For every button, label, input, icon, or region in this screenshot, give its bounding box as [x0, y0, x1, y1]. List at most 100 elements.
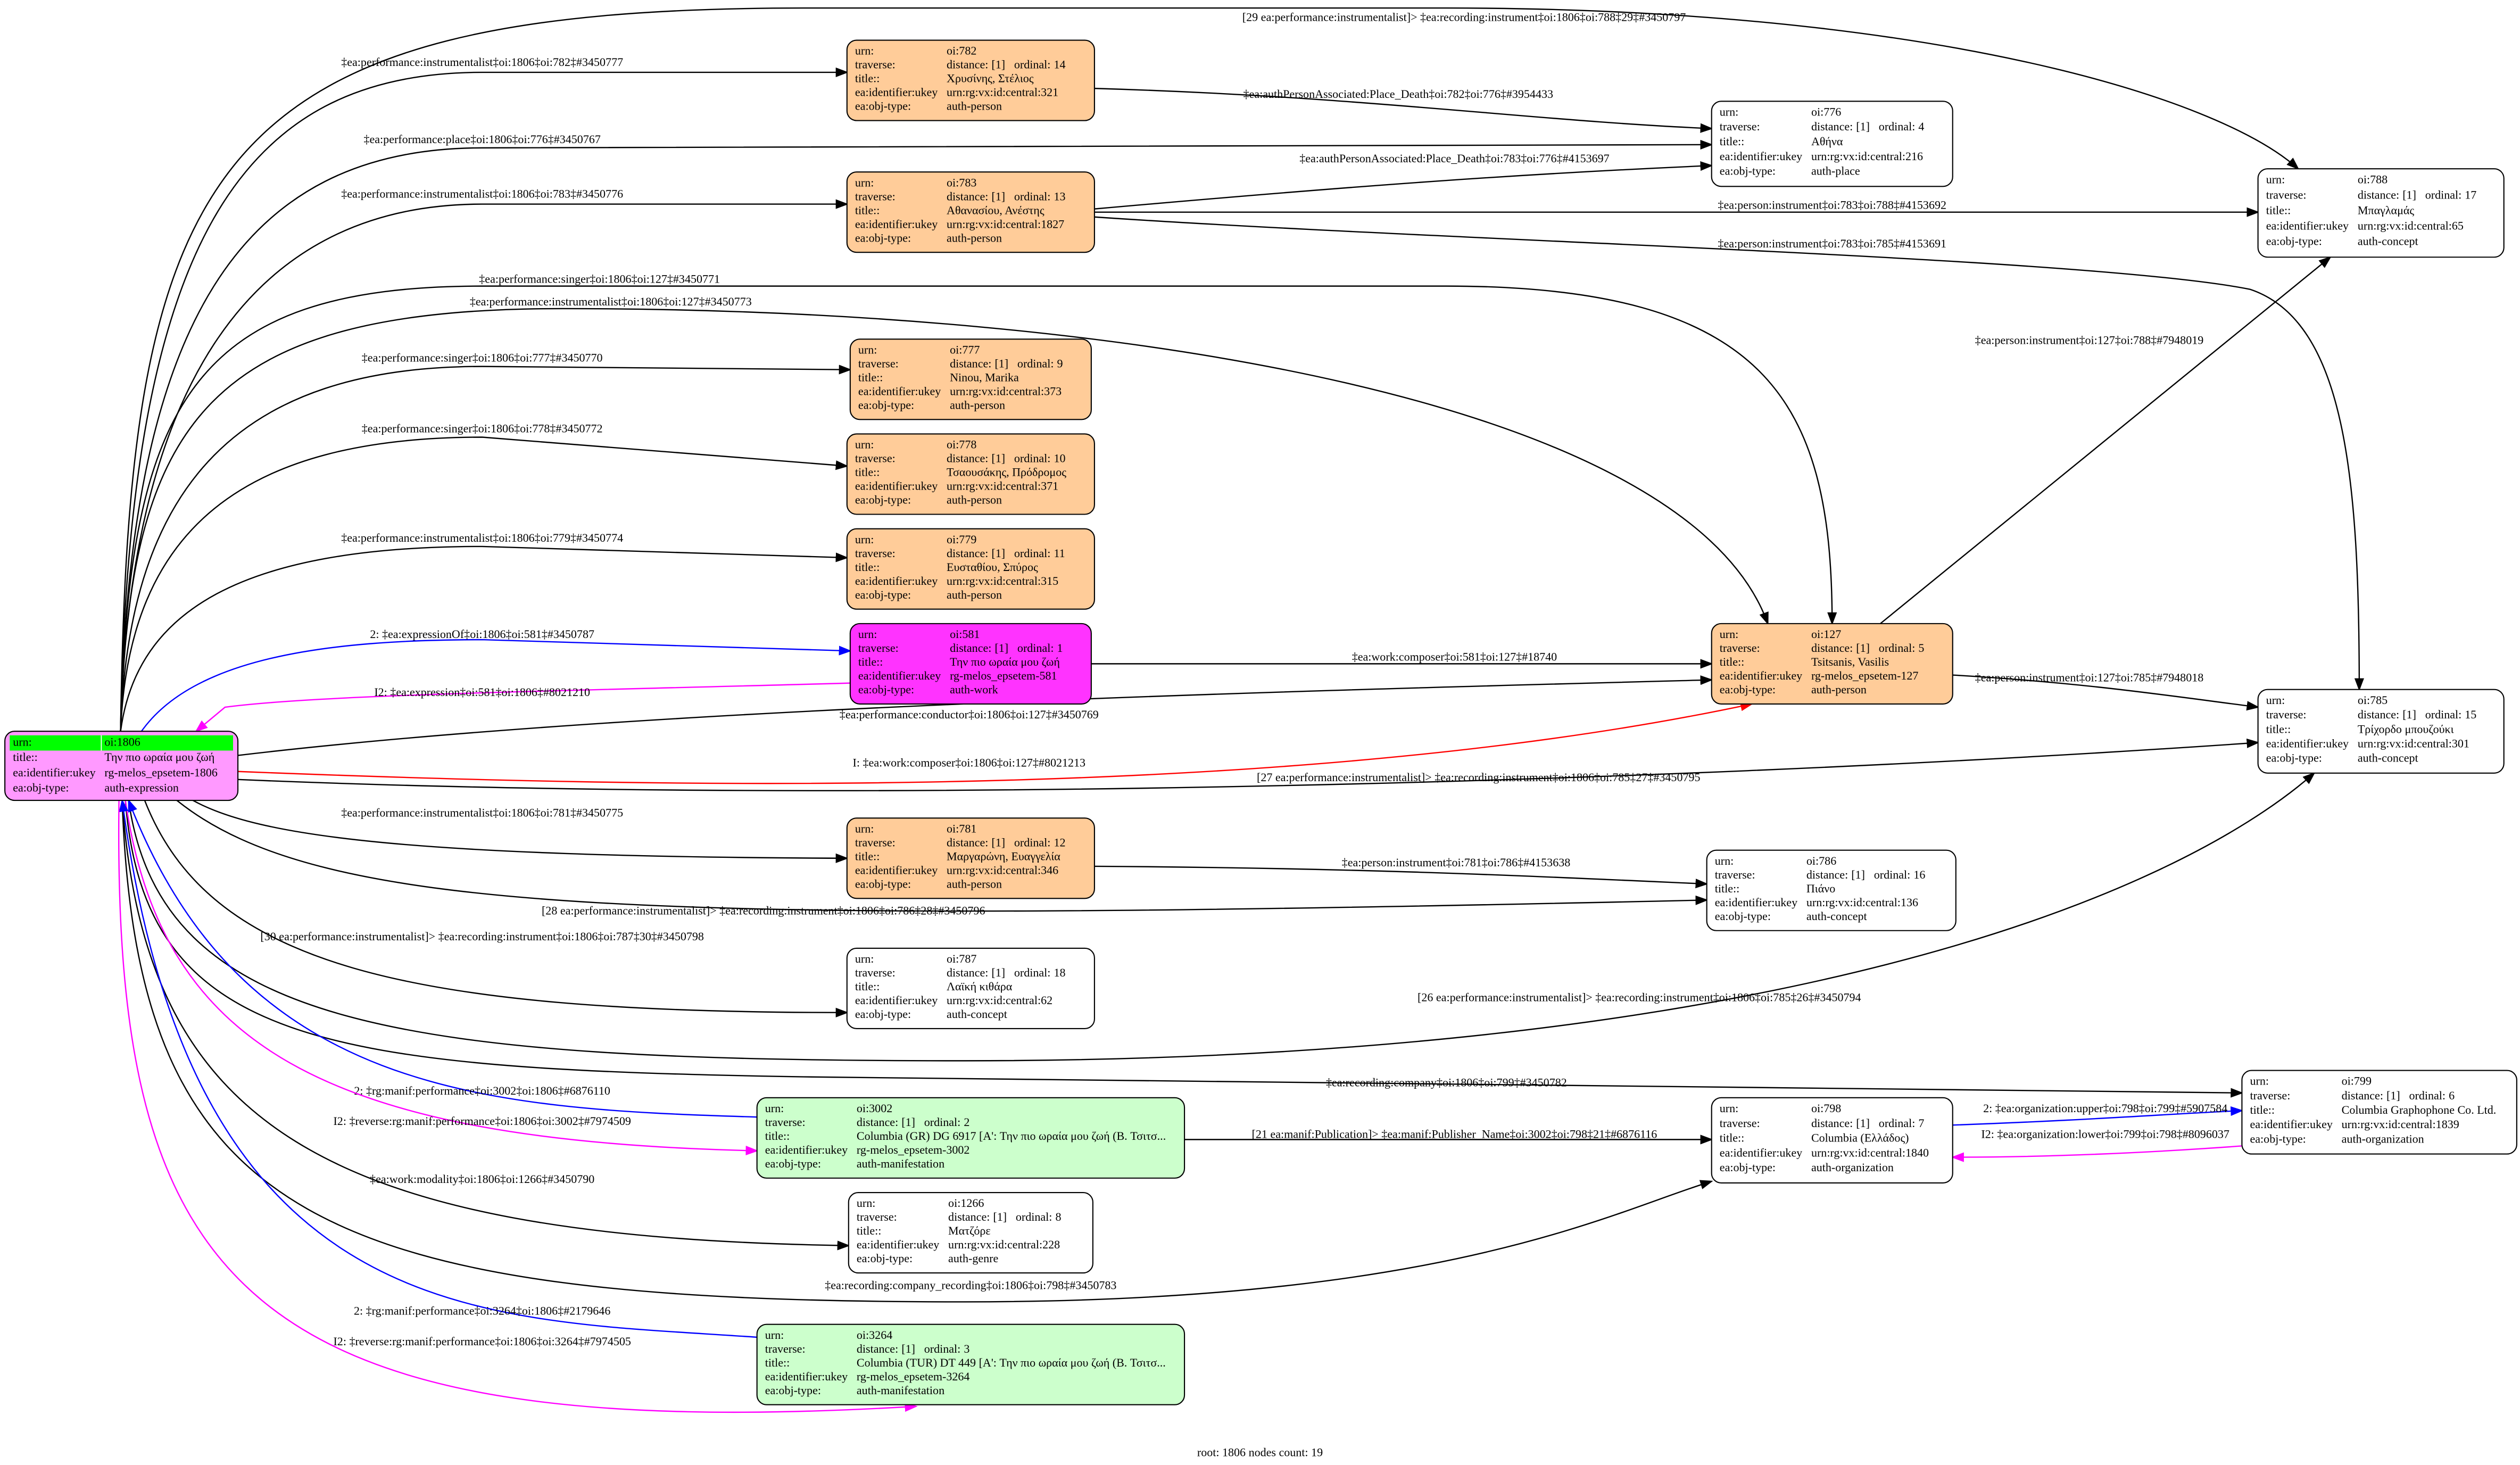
node-box[interactable]	[2257, 689, 2505, 774]
ordinal-value: 12	[1054, 835, 1065, 849]
node-urn: oi:786	[1806, 854, 1836, 867]
row-label-ukey: ea:identifier:ukey	[855, 574, 938, 587]
row-label-title: title::	[858, 370, 883, 384]
node-oi-788[interactable]: urn:oi:788traverse:distance:[1]ordinal:1…	[2257, 168, 2505, 258]
row-label-title: title::	[855, 560, 880, 574]
node-oi-779[interactable]: urn:oi:779traverse:distance:[1]ordinal:1…	[846, 528, 1095, 610]
ordinal-value: 4	[1918, 120, 1924, 133]
node-oi-778[interactable]: urn:oi:778traverse:distance:[1]ordinal:1…	[846, 433, 1095, 515]
node-box[interactable]	[848, 1192, 1093, 1274]
edge: 2: ‡rg:manif:performance‡oi:3264‡oi:1806…	[119, 799, 757, 1338]
node-box[interactable]	[846, 433, 1095, 515]
node-traverse: distance:[1]ordinal:5	[1811, 641, 1924, 655]
node-box[interactable]	[2257, 168, 2505, 258]
node-oi-3002[interactable]: urn:oi:3002traverse:distance:[1]ordinal:…	[756, 1097, 1186, 1179]
node-box[interactable]	[846, 947, 1095, 1030]
distance-value: [1]	[991, 835, 1005, 849]
node-box[interactable]	[846, 171, 1095, 253]
node-urn: oi:787	[947, 952, 976, 965]
node-box[interactable]	[1711, 101, 1953, 187]
node-oi-798[interactable]: urn:oi:798traverse:distance:[1]ordinal:7…	[1711, 1097, 1953, 1183]
node-box[interactable]	[846, 39, 1095, 121]
node-box[interactable]	[849, 338, 1092, 420]
node-traverse: distance:[1]ordinal:10	[947, 452, 1065, 465]
node-box[interactable]	[1711, 623, 1953, 705]
row-label-urn: urn:	[1720, 105, 1739, 118]
node-ukey: urn:rg:vx:id:central:315	[947, 574, 1058, 587]
edge-label: I2: ‡ea:organization:lower‡oi:799‡oi:798…	[1981, 1127, 2229, 1140]
row-label-objtype: ea:obj-type:	[1715, 909, 1771, 923]
edge-label: ‡ea:performance:instrumentalist‡oi:1806‡…	[470, 295, 752, 308]
edge: ‡ea:work:modality‡oi:1806‡oi:1266‡#34507…	[121, 800, 850, 1251]
distance-label: distance:	[947, 547, 988, 560]
node-urn: oi:778	[947, 438, 976, 451]
node-box[interactable]	[849, 623, 1092, 705]
row-label-title: title::	[13, 750, 38, 764]
distance-value: [1]	[1856, 641, 1870, 655]
edge-line	[1880, 256, 2332, 624]
edge: 2: ‡ea:organization:upper‡oi:798‡oi:799‡…	[1952, 1102, 2244, 1126]
edge-line	[128, 799, 757, 1118]
row-label-ukey: ea:identifier:ukey	[2266, 736, 2349, 750]
distance-label: distance:	[2342, 1089, 2383, 1102]
node-oi-777[interactable]: urn:oi:777traverse:distance:[1]ordinal:9…	[849, 338, 1092, 420]
edge-label: ‡ea:performance:place‡oi:1806‡oi:776‡#34…	[363, 133, 600, 146]
node-oi-782[interactable]: urn:oi:782traverse:distance:[1]ordinal:1…	[846, 39, 1095, 121]
distance-label: distance:	[1811, 120, 1853, 133]
node-box[interactable]	[2241, 1070, 2517, 1155]
edge: ‡ea:performance:place‡oi:1806‡oi:776‡#34…	[120, 133, 1713, 732]
node-oi-776[interactable]: urn:oi:776traverse:distance:[1]ordinal:4…	[1711, 101, 1953, 187]
node-box[interactable]	[1706, 849, 1957, 931]
row-label-title: title::	[2266, 203, 2291, 217]
node-oi-3264[interactable]: urn:oi:3264traverse:distance:[1]ordinal:…	[756, 1323, 1186, 1405]
node-urn: oi:3002	[857, 1102, 892, 1115]
node-ukey: rg-melos_epsetem-127	[1811, 669, 1919, 682]
node-title: Μπαγλαμάς	[2358, 203, 2415, 217]
row-label-traverse: traverse:	[855, 966, 896, 979]
edge-label: ‡ea:person:instrument‡oi:127‡oi:785‡#794…	[1975, 671, 2204, 684]
row-label-ukey: ea:identifier:ukey	[857, 1238, 939, 1251]
row-label-ukey: ea:identifier:ukey	[855, 86, 938, 99]
node-objtype: auth-work	[950, 683, 999, 696]
edge-label: ‡ea:recording:company_recording‡oi:1806‡…	[825, 1278, 1116, 1292]
node-objtype: auth-genre	[948, 1252, 998, 1265]
node-oi-799[interactable]: urn:oi:799traverse:distance:[1]ordinal:6…	[2241, 1070, 2517, 1155]
node-urn: oi:782	[947, 44, 976, 57]
node-traverse: distance:[1]ordinal:1	[950, 641, 1063, 655]
node-urn: oi:798	[1811, 1102, 1841, 1115]
node-oi-581[interactable]: urn:oi:581traverse:distance:[1]ordinal:1…	[849, 623, 1092, 705]
edges-layer: [29 ea:performance:instrumentalist]> ‡ea…	[118, 7, 2364, 1413]
edge-label: ‡ea:recording:company‡oi:1806‡oi:799‡#34…	[1326, 1076, 1567, 1089]
distance-label: distance:	[947, 966, 988, 979]
ordinal-label: ordinal:	[1017, 357, 1054, 370]
node-box[interactable]	[1711, 1097, 1953, 1183]
node-ukey: urn:rg:vx:id:central:1827	[947, 217, 1064, 230]
node-oi-781[interactable]: urn:oi:781traverse:distance:[1]ordinal:1…	[846, 817, 1095, 899]
node-oi-785[interactable]: urn:oi:785traverse:distance:[1]ordinal:1…	[2257, 689, 2505, 774]
node-box[interactable]	[846, 528, 1095, 610]
distance-value: [1]	[2402, 188, 2416, 201]
node-ukey: urn:rg:vx:id:central:301	[2358, 736, 2469, 750]
distance-value: [1]	[1851, 868, 1865, 881]
node-box[interactable]	[756, 1323, 1186, 1405]
distance-value: [1]	[2402, 708, 2416, 721]
node-box[interactable]	[846, 817, 1095, 899]
node-traverse: distance:[1]ordinal:8	[948, 1210, 1061, 1223]
node-oi-787[interactable]: urn:oi:787traverse:distance:[1]ordinal:1…	[846, 947, 1095, 1030]
node-urn: oi:1266	[948, 1196, 984, 1210]
node-objtype: auth-person	[947, 493, 1002, 507]
node-oi-783[interactable]: urn:oi:783traverse:distance:[1]ordinal:1…	[846, 171, 1095, 253]
node-oi-786[interactable]: urn:oi:786traverse:distance:[1]ordinal:1…	[1706, 849, 1957, 931]
row-label-objtype: ea:obj-type:	[855, 100, 911, 113]
node-oi-1266[interactable]: urn:oi:1266traverse:distance:[1]ordinal:…	[848, 1192, 1093, 1274]
edge-line	[120, 139, 1713, 732]
node-traverse: distance:[1]ordinal:2	[857, 1115, 969, 1129]
edge-label: ‡ea:performance:singer‡oi:1806‡oi:777‡#3…	[362, 351, 603, 365]
node-title: Tsitsanis, Vasilis	[1811, 655, 1889, 668]
row-label-title: title::	[2250, 1103, 2275, 1116]
node-objtype: auth-person	[947, 100, 1002, 113]
node-oi-127[interactable]: urn:oi:127traverse:distance:[1]ordinal:5…	[1711, 623, 1953, 705]
node-traverse: distance:[1]ordinal:11	[947, 547, 1065, 560]
node-box[interactable]	[756, 1097, 1186, 1179]
